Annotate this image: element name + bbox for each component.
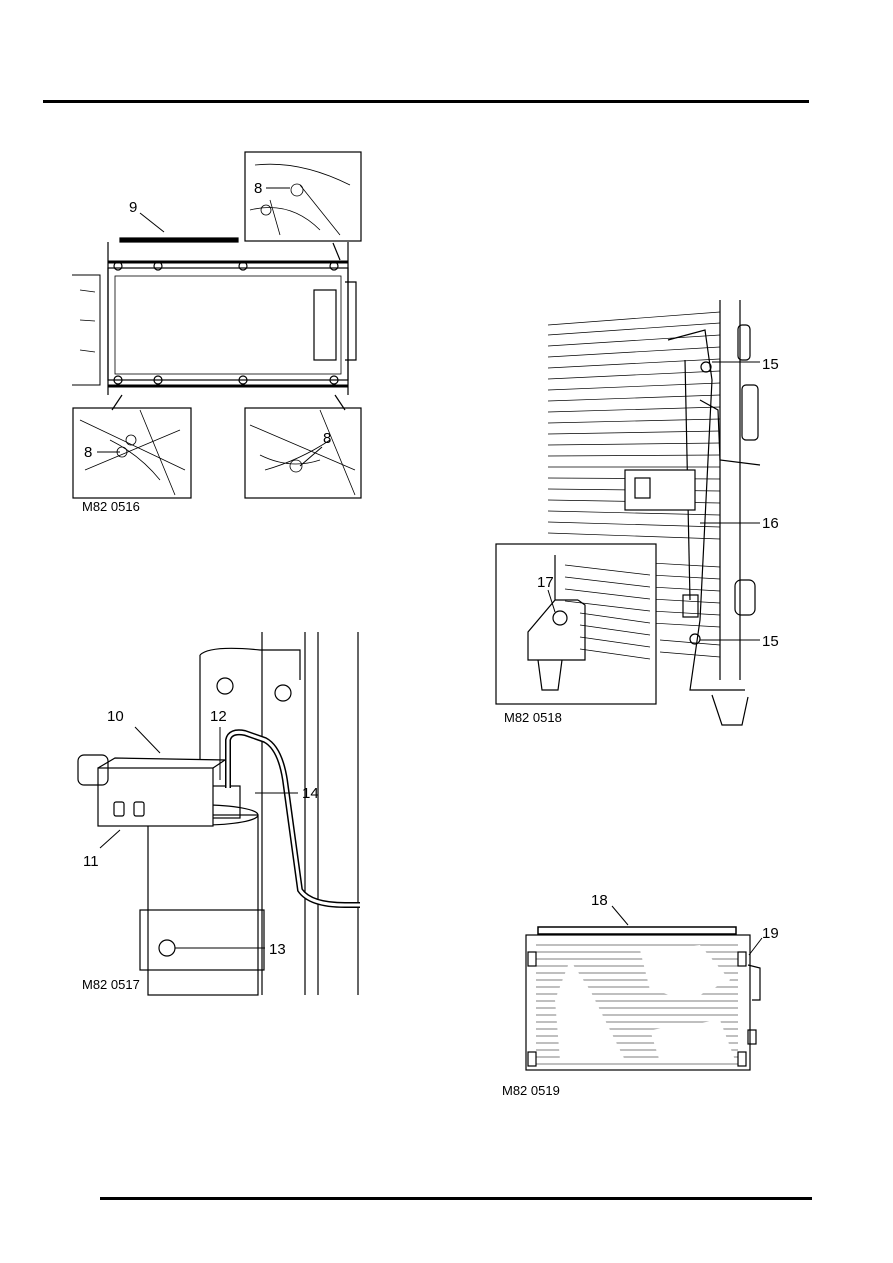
callout-11: 11 <box>83 853 99 870</box>
callout-16: 16 <box>762 515 779 532</box>
callout-8-left: 8 <box>84 444 92 461</box>
callout-15-bottom: 15 <box>762 633 779 650</box>
callout-8-top: 8 <box>254 180 262 197</box>
header-rule <box>43 100 809 103</box>
callout-19: 19 <box>762 925 779 942</box>
callout-8-right: 8 <box>323 430 331 447</box>
callout-10: 10 <box>107 708 124 725</box>
callout-17: 17 <box>537 574 554 591</box>
figure-id-0518: M82 0518 <box>504 710 562 725</box>
figure-id-0519: M82 0519 <box>502 1083 560 1098</box>
callout-15-top: 15 <box>762 356 779 373</box>
callout-18: 18 <box>591 892 608 909</box>
figure-id-0517: M82 0517 <box>82 977 140 992</box>
footer-rule <box>100 1197 812 1200</box>
figure-id-0516: M82 0516 <box>82 499 140 514</box>
callout-9: 9 <box>129 199 137 216</box>
callout-14: 14 <box>302 785 319 802</box>
callout-13: 13 <box>269 941 286 958</box>
callout-12: 12 <box>210 708 227 725</box>
